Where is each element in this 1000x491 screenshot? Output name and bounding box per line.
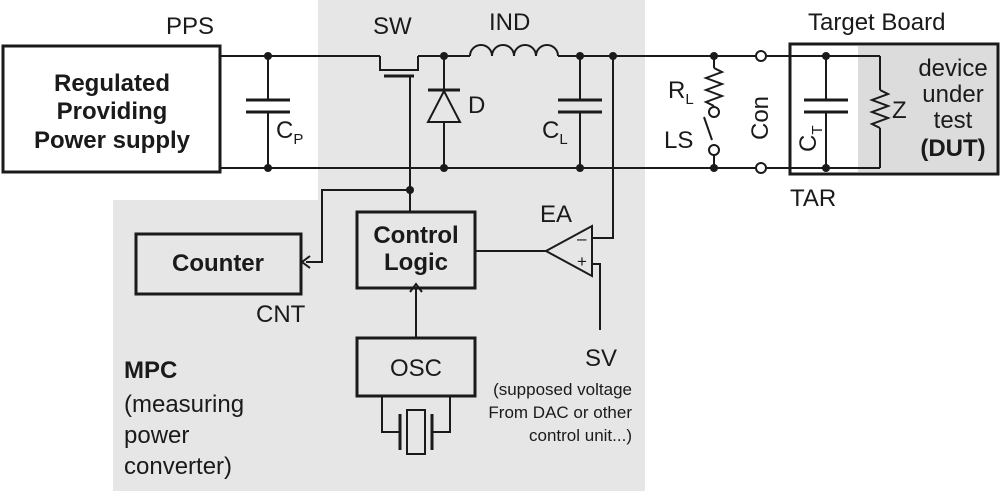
sv-note-line-1: (supposed voltage: [493, 380, 632, 399]
rl-label: RL: [668, 77, 694, 108]
feedback-wire: [592, 56, 614, 239]
mpc-line-2: (measuring: [124, 391, 244, 418]
dut-line-3: test: [934, 107, 973, 134]
ct-capacitor: [804, 52, 848, 172]
dut-line-2: under: [922, 81, 983, 108]
mpc-region: [113, 0, 645, 491]
dut-line-1: device: [918, 55, 987, 82]
supply-line-2: Providing: [57, 98, 168, 125]
ea-label: EA: [540, 201, 572, 228]
cp-capacitor: [246, 52, 290, 172]
ls-switch: [703, 116, 720, 172]
counter-wire: [306, 189, 410, 263]
ea-minus-sign: –: [577, 229, 587, 248]
control-line-2: Logic: [384, 249, 448, 276]
sw-switch: [379, 56, 419, 190]
sw-label: SW: [373, 13, 412, 40]
ct-label: CT: [795, 125, 826, 152]
connector-terminal-top: [755, 50, 767, 62]
supply-line-1: Regulated: [54, 70, 170, 97]
mpc-line-1: MPC: [124, 357, 177, 384]
diode: [426, 52, 462, 172]
sv-note-line-2: From DAC or other: [488, 403, 632, 422]
sv-label: SV: [585, 345, 617, 372]
regulated-power-supply-block: Regulated Providing Power supply: [1, 44, 222, 174]
inductor: [469, 44, 559, 57]
supply-line-3: Power supply: [34, 127, 191, 154]
rl-resistor: [703, 52, 725, 118]
connector-terminal-bottom: [755, 162, 767, 174]
osc-block: OSC: [355, 336, 477, 398]
mpc-line-4: converter): [124, 453, 232, 480]
counter-label: Counter: [172, 250, 264, 277]
z-label: Z: [892, 97, 907, 124]
crystal: [381, 396, 451, 455]
cp-label: CP: [276, 117, 303, 148]
cl-capacitor: [558, 52, 602, 172]
cl-label: CL: [542, 117, 568, 148]
target-board-label: Target Board: [808, 9, 945, 36]
counter-block: Counter: [134, 232, 303, 296]
con-label: Con: [747, 96, 774, 140]
ls-label: LS: [664, 127, 693, 154]
ind-label: IND: [489, 9, 530, 36]
pps-label: PPS: [166, 13, 214, 40]
osc-label: OSC: [390, 355, 442, 382]
control-line-1: Control: [373, 222, 458, 249]
ea-plus-sign: +: [577, 252, 587, 271]
tar-label: TAR: [790, 185, 836, 212]
target-board-box: [788, 42, 1000, 176]
mpc-line-3: power: [124, 422, 189, 449]
d-label: D: [468, 92, 485, 119]
dut-line-4: (DUT): [920, 135, 985, 162]
error-amplifier: – +: [475, 224, 601, 330]
z-resistor: [869, 56, 891, 168]
sv-note-line-3: control unit...): [529, 426, 632, 445]
cnt-label: CNT: [256, 301, 306, 328]
